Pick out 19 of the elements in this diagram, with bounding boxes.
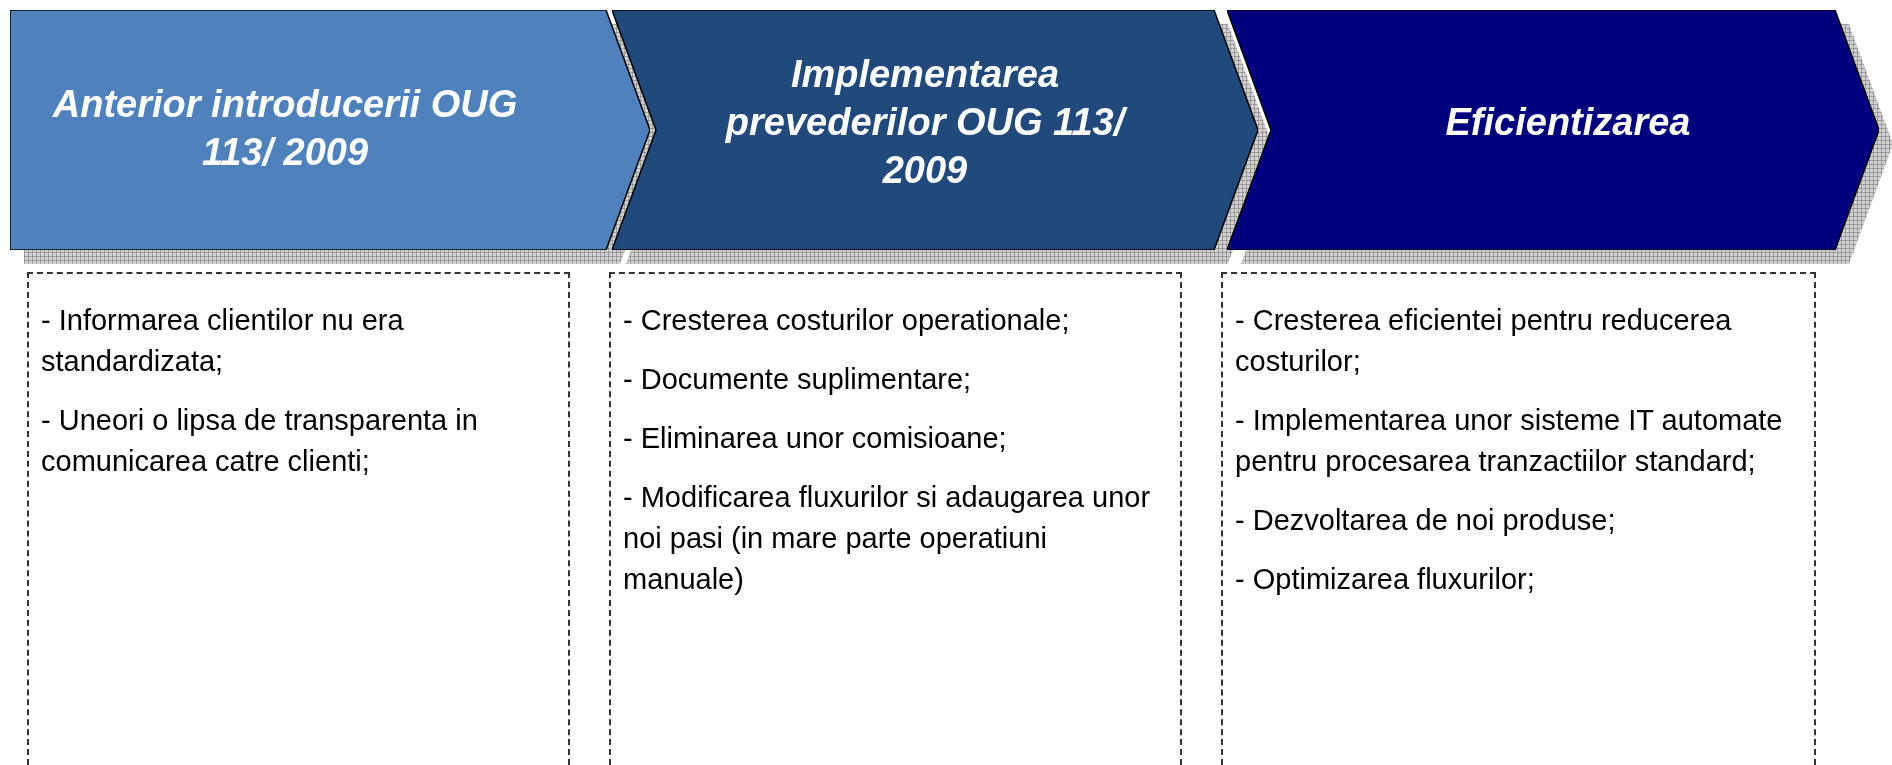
chevron-step — [612, 10, 1258, 250]
chevron-step — [10, 10, 650, 250]
step-title: Implementarea prevederilor OUG 113/ 2009 — [682, 50, 1168, 194]
bullet-text: - Cresterea eficientei pentru reducerea costurilor; — [1235, 303, 1733, 379]
dashed-text-box — [609, 272, 1182, 765]
bullet-text: - Uneori o lipsa de transparenta in comunicarea catre clienti; — [41, 403, 479, 479]
bullet-text: - Optimizarea fluxurilor; — [1235, 562, 1536, 597]
bullet-text: - Modificarea fluxurilor si adaugarea unor noi pasi (in mare parte operatiuni manuale) — [623, 480, 1152, 597]
dashed-text-box — [27, 272, 570, 765]
step-title: Eficientizarea — [1444, 100, 1692, 145]
bullet-text: - Documente suplimentare; — [623, 362, 973, 397]
bullet-text: - Dezvoltarea de noi produse; — [1235, 503, 1617, 538]
dashed-text-box — [1221, 272, 1816, 765]
bullet-text: - Implementarea unor sisteme IT automate pentru procesarea tranzactiilor standard; — [1235, 403, 1784, 479]
step-title: Anterior introducerii OUG 113/ 2009 — [51, 82, 519, 175]
bullet-text: - Cresterea costurilor operationale; — [623, 303, 1071, 338]
chevron-step — [1227, 10, 1879, 250]
bullet-text: - Informarea clientilor nu era standardizata; — [41, 303, 405, 379]
bullet-text: - Eliminarea unor comisioane; — [623, 421, 1008, 456]
